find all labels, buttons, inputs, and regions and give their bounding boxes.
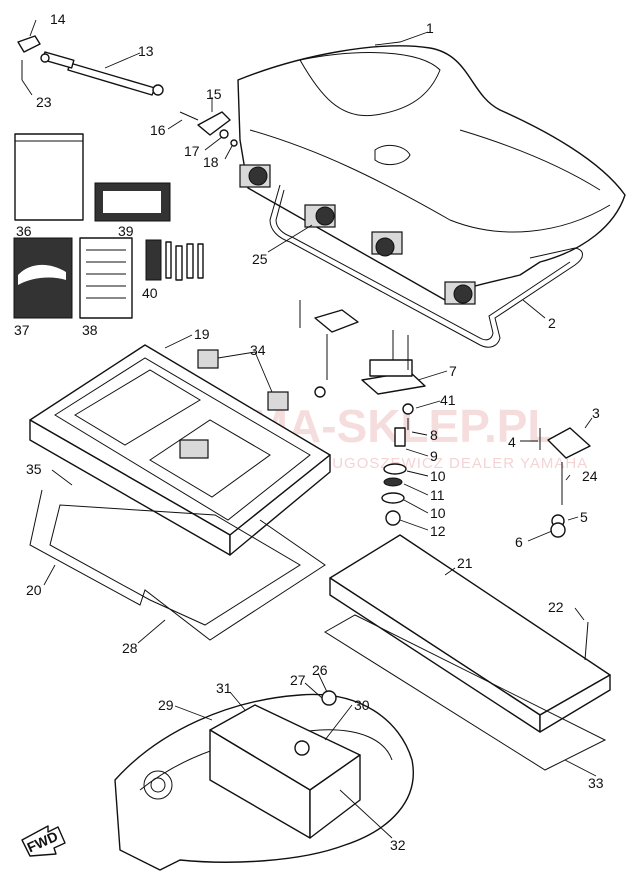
callout-31: 31	[216, 680, 232, 696]
hinge-7	[361, 330, 426, 395]
seat-seal-inner	[275, 189, 571, 341]
callout-14: 14	[50, 11, 66, 27]
callout-1: 1	[426, 20, 434, 36]
callout-36: 36	[16, 223, 32, 239]
callout-22: 22	[548, 599, 564, 615]
callout-21: 21	[457, 555, 473, 571]
callout-19: 19	[194, 326, 210, 342]
manual-36	[14, 133, 84, 221]
hinge-3	[539, 427, 591, 538]
callout-34: 34	[250, 342, 266, 358]
storage-tray	[29, 344, 331, 556]
callout-4: 4	[508, 434, 516, 450]
gas-strut	[40, 51, 164, 96]
fwd-arrow: FWD	[21, 825, 66, 857]
callout-30: 30	[354, 697, 370, 713]
callout-37: 37	[14, 322, 30, 338]
callout-18: 18	[203, 154, 219, 170]
seat	[237, 45, 626, 305]
callout-24: 24	[582, 468, 598, 484]
hull	[114, 690, 414, 871]
callout-28: 28	[122, 640, 138, 656]
callout-16: 16	[150, 122, 166, 138]
callout-40: 40	[142, 285, 158, 301]
callout-25: 25	[252, 251, 268, 267]
callout-12: 12	[430, 523, 446, 539]
callout-15: 15	[206, 86, 222, 102]
callout-23: 23	[36, 94, 52, 110]
callout-5: 5	[580, 509, 588, 525]
callout-6: 6	[515, 534, 523, 550]
callout-35: 35	[26, 461, 42, 477]
callout-38: 38	[82, 322, 98, 338]
callout-32: 32	[390, 837, 406, 853]
callout-10a: 10	[430, 468, 446, 484]
callout-27: 27	[290, 672, 306, 688]
hinge-left	[299, 300, 359, 398]
hatch-gasket	[324, 614, 607, 771]
callout-8: 8	[430, 427, 438, 443]
seat-seal	[269, 184, 583, 348]
callout-11: 11	[430, 487, 445, 503]
callout-13: 13	[138, 43, 154, 59]
callout-20: 20	[26, 582, 42, 598]
callout-17: 17	[184, 143, 200, 159]
callout-10b: 10	[430, 505, 446, 521]
callout-2: 2	[548, 315, 556, 331]
bracket-15	[197, 111, 231, 136]
callout-3: 3	[592, 405, 600, 421]
callout-26: 26	[312, 662, 328, 678]
tray-gasket	[29, 489, 326, 641]
callout-7: 7	[449, 363, 457, 379]
bracket-14	[17, 35, 41, 53]
callout-33: 33	[588, 775, 604, 791]
latch-stack	[381, 403, 414, 526]
callouts: 1 2 3 4 5 6 7 8 9 10 10 11 12 13 14 15 1…	[14, 11, 604, 853]
callout-9: 9	[430, 448, 438, 464]
manual-38	[79, 237, 133, 319]
callout-29: 29	[158, 697, 174, 713]
callout-41: 41	[440, 392, 456, 408]
callout-39: 39	[118, 223, 134, 239]
liner	[49, 504, 301, 626]
tool-kit-40	[145, 239, 204, 281]
